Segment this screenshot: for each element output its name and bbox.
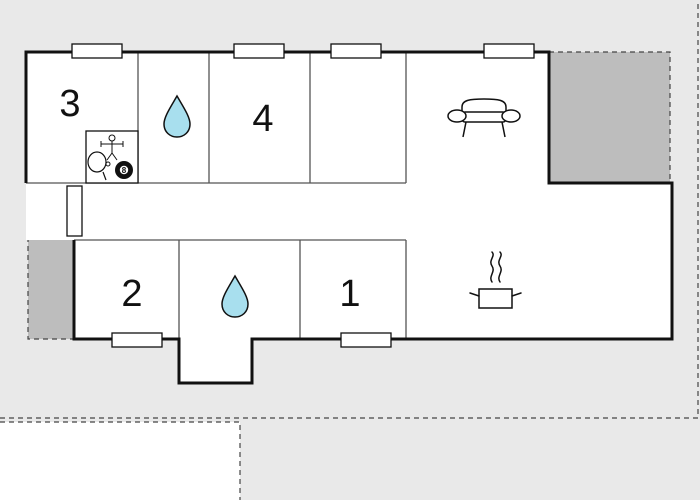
ping-pong-ball-icon: [105, 161, 111, 167]
window: [111, 332, 163, 348]
plot-boundary: [0, 0, 699, 419]
window: [340, 332, 392, 348]
table-football-icon: [100, 134, 124, 161]
window: [71, 43, 123, 59]
window: [483, 43, 535, 59]
terrace-left-border: [27, 183, 74, 340]
cooking-pot-icon: [469, 251, 522, 309]
window: [330, 43, 382, 59]
room-number-2: 2: [121, 273, 142, 315]
table-tennis-football-billiards-icon: 8: [85, 130, 139, 184]
billiard-ball-number: 8: [122, 166, 127, 175]
window: [66, 185, 83, 237]
water-drop-icon: [163, 94, 191, 138]
billiard-ball-icon: 8: [115, 161, 133, 179]
window: [233, 43, 285, 59]
room-number-4: 4: [252, 98, 273, 140]
room-number-1: 1: [339, 273, 360, 315]
water-drop-icon: [221, 274, 249, 318]
neighbour-plot-border: [0, 421, 241, 500]
terrace-right: [549, 52, 670, 183]
windows: [66, 43, 535, 348]
terrace-right-border: [549, 51, 671, 183]
neighbour-plot: [0, 422, 240, 500]
room-number-3: 3: [59, 83, 80, 125]
table-tennis-paddle-icon: [87, 151, 107, 181]
sofa-icon: [447, 98, 521, 138]
